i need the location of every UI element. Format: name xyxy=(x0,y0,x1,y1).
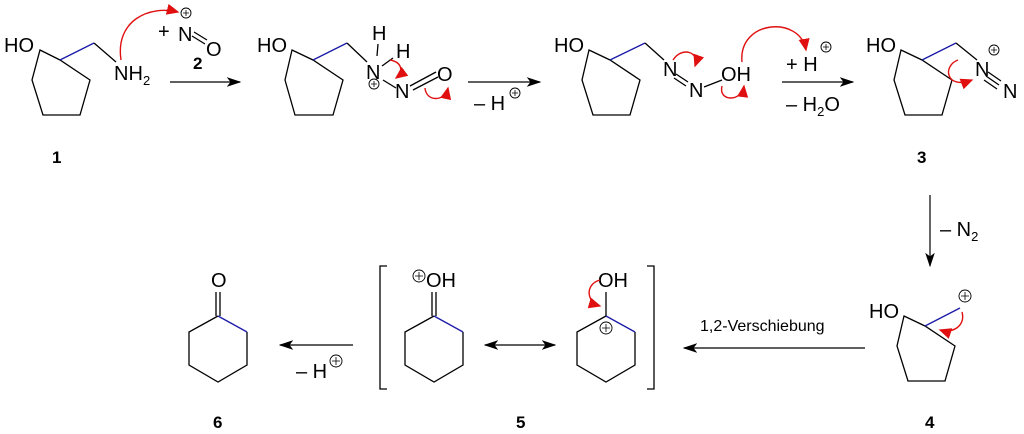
compound-4-carbocation: HO 4 xyxy=(869,289,972,432)
positive-charge-icon xyxy=(820,41,832,53)
hydrogen-label: H xyxy=(372,23,386,45)
amine-label: NH xyxy=(114,63,143,85)
oxonium-label: OH xyxy=(426,270,456,292)
compound-2-nitrosyl: + N O 2 xyxy=(158,7,222,73)
nitrogen-label: N xyxy=(178,24,192,46)
electron-arrow xyxy=(938,311,964,339)
electron-arrow xyxy=(721,84,749,99)
positive-charge-icon xyxy=(988,44,1000,56)
nitrogen-label: N xyxy=(366,62,380,84)
deprotonation-label: – H xyxy=(474,93,505,115)
nitrogen-label: N xyxy=(1003,81,1017,103)
oxygen-label: O xyxy=(206,39,222,61)
nitrogen-label: N xyxy=(663,59,677,81)
compound-6-cyclohexanone: O 6 xyxy=(188,270,248,432)
protonation-label: + H xyxy=(786,54,818,76)
electron-arrow xyxy=(587,279,602,309)
positive-charge-icon xyxy=(180,7,192,19)
bracket-left xyxy=(379,265,387,390)
nitrogen-label: N xyxy=(395,81,409,103)
hydroxyl-label: HO xyxy=(866,35,896,57)
electron-arrow xyxy=(947,59,974,90)
electron-arrow xyxy=(424,86,452,101)
water-loss-label: – H2O xyxy=(786,94,840,119)
hydroxyl-label: HO xyxy=(4,35,34,57)
electron-arrow xyxy=(672,51,705,68)
compound-label-4: 4 xyxy=(925,413,935,432)
electron-arrow xyxy=(741,26,810,63)
electron-arrow xyxy=(389,59,409,79)
nitrogen-loss-label: – N2 xyxy=(940,219,978,244)
compound-1: HO NH 2 1 xyxy=(4,3,180,167)
rearrangement-label: 1,2-Verschiebung xyxy=(700,318,825,335)
electron-arrow xyxy=(119,3,180,61)
hydrogen-label: H xyxy=(396,41,410,63)
amine-subscript: 2 xyxy=(143,73,150,88)
compound-label-5: 5 xyxy=(516,413,525,432)
positive-charge-icon xyxy=(958,289,972,303)
oxygen-label: O xyxy=(437,64,453,86)
plus-sign: + xyxy=(158,21,170,43)
nitrogen-label: N xyxy=(975,59,989,81)
intermediate-diazohydroxide: HO N N OH xyxy=(554,26,810,116)
hydroxyl-label: HO xyxy=(257,35,287,57)
hydroxyl-label: OH xyxy=(721,64,751,86)
positive-charge-icon xyxy=(368,78,380,90)
compound-label-3: 3 xyxy=(917,148,926,167)
nitrogen-label: N xyxy=(689,80,703,102)
positive-charge-icon xyxy=(412,269,426,283)
bracket-right xyxy=(647,265,655,390)
hydroxyl-label: HO xyxy=(554,35,584,57)
compound-5-resonance: OH OH 5 xyxy=(379,265,655,432)
hydroxyl-label: HO xyxy=(869,301,899,323)
compound-label-2: 2 xyxy=(193,54,202,73)
deprotonation-label: – H xyxy=(296,361,327,383)
compound-3-diazonium: HO N N 3 xyxy=(866,35,1017,167)
positive-charge-icon xyxy=(599,321,613,335)
positive-charge-icon xyxy=(329,354,343,368)
intermediate-nitrosammonium: HO N H H N O xyxy=(257,23,453,116)
hydroxyl-label: OH xyxy=(598,270,628,292)
compound-label-6: 6 xyxy=(213,413,222,432)
oxygen-label: O xyxy=(211,270,227,292)
positive-charge-icon xyxy=(509,87,521,99)
compound-label-1: 1 xyxy=(52,148,61,167)
